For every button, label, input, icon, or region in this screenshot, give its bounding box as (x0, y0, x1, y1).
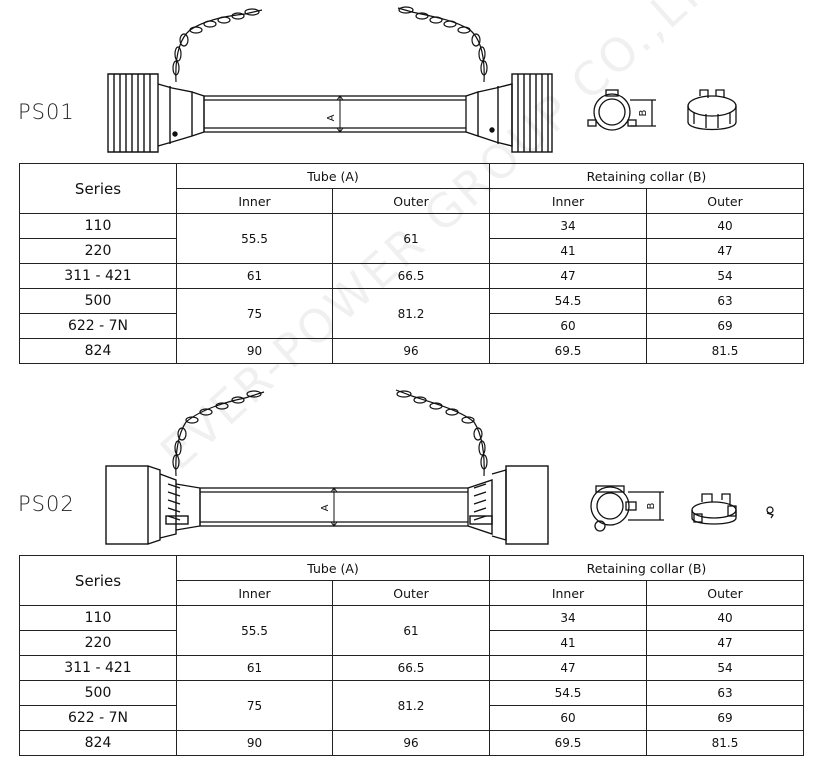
ps02-dim-a-label: A (320, 504, 331, 511)
header-tube: Tube (A) (176, 163, 490, 189)
ps02-collar-ring (590, 485, 664, 532)
series-cell: 110 (19, 605, 177, 631)
tube-inner-cell: 61 (176, 655, 333, 681)
tube-inner-cell: 55.5 (176, 605, 333, 656)
collar-outer-cell: 47 (646, 630, 804, 656)
ps01-spec-table: Series Tube (A) Retaining collar (B) Inn… (19, 163, 804, 364)
ps01-dim-b-label: B (638, 109, 649, 116)
collar-outer-cell: 47 (646, 238, 804, 264)
series-cell: 311 - 421 (19, 263, 177, 289)
collar-outer-cell: 54 (646, 263, 804, 289)
collar-inner-cell: 69.5 (489, 730, 647, 756)
header-collar-outer: Outer (646, 580, 804, 606)
collar-inner-cell: 60 (489, 313, 647, 339)
ps02-section: A B PS02 Series (0, 384, 818, 771)
collar-inner-cell: 60 (489, 705, 647, 731)
tube-outer-cell: 61 (332, 605, 490, 656)
header-series: Series (19, 555, 177, 606)
tube-outer-cell: 61 (332, 213, 490, 264)
tube-outer-cell: 81.2 (332, 680, 490, 731)
ps01-drawing: A B (107, 6, 737, 153)
tube-inner-cell: 90 (176, 338, 333, 364)
collar-outer-cell: 69 (646, 313, 804, 339)
collar-outer-cell: 40 (646, 213, 804, 239)
collar-inner-cell: 34 (489, 213, 647, 239)
header-collar-outer: Outer (646, 188, 804, 214)
header-tube-inner: Inner (176, 188, 333, 214)
collar-inner-cell: 47 (489, 263, 647, 289)
ps01-dim-a (336, 95, 344, 133)
series-cell: 622 - 7N (19, 313, 177, 339)
header-collar-inner: Inner (489, 580, 647, 606)
ps01-left-shield (107, 73, 193, 153)
ps02-model-label: PS02 (18, 492, 75, 516)
ps02-collar-iso (691, 493, 737, 525)
ps02-dim-b-label: B (646, 502, 657, 509)
collar-inner-cell: 41 (489, 238, 647, 264)
ps01-right-shield (465, 73, 553, 153)
series-cell: 311 - 421 (19, 655, 177, 681)
series-cell: 824 (19, 338, 177, 364)
tube-outer-cell: 96 (332, 730, 490, 756)
ps01-model-label: PS01 (18, 100, 75, 124)
collar-outer-cell: 81.5 (646, 338, 804, 364)
tube-inner-cell: 90 (176, 730, 333, 756)
ps02-dim-a (330, 487, 338, 527)
ps02-left-shield (105, 465, 189, 545)
collar-outer-cell: 63 (646, 288, 804, 314)
series-cell: 500 (19, 680, 177, 706)
collar-inner-cell: 69.5 (489, 338, 647, 364)
series-cell: 220 (19, 630, 177, 656)
collar-outer-cell: 81.5 (646, 730, 804, 756)
header-tube-outer: Outer (332, 580, 490, 606)
tube-inner-cell: 75 (176, 680, 333, 731)
ps01-collar-ring (587, 89, 656, 131)
collar-outer-cell: 54 (646, 655, 804, 681)
tube-outer-cell: 66.5 (332, 263, 490, 289)
collar-outer-cell: 63 (646, 680, 804, 706)
collar-outer-cell: 40 (646, 605, 804, 631)
ps01-section: A B PS01 Series Tube (A) Retaining colla… (0, 0, 818, 380)
collar-inner-cell: 54.5 (489, 288, 647, 314)
ps02-chains (172, 389, 488, 477)
series-cell: 622 - 7N (19, 705, 177, 731)
ps02-small-clip (766, 506, 774, 519)
header-collar: Retaining collar (B) (489, 555, 804, 581)
ps02-spec-table: Series Tube (A) Retaining collar (B) Inn… (19, 555, 804, 756)
header-collar-inner: Inner (489, 188, 647, 214)
collar-inner-cell: 54.5 (489, 680, 647, 706)
ps02-right-shield (467, 465, 549, 545)
series-cell: 500 (19, 288, 177, 314)
ps01-collar-iso (687, 89, 737, 131)
header-tube: Tube (A) (176, 555, 490, 581)
ps01-dim-a-label: A (326, 114, 337, 121)
collar-inner-cell: 34 (489, 605, 647, 631)
tube-inner-cell: 55.5 (176, 213, 333, 264)
collar-outer-cell: 69 (646, 705, 804, 731)
ps01-tube (191, 91, 467, 137)
tube-outer-cell: 66.5 (332, 655, 490, 681)
collar-inner-cell: 41 (489, 630, 647, 656)
ps02-drawing: A B (105, 389, 774, 545)
header-tube-inner: Inner (176, 580, 333, 606)
header-series: Series (19, 163, 177, 214)
header-tube-outer: Outer (332, 188, 490, 214)
collar-inner-cell: 47 (489, 655, 647, 681)
series-cell: 824 (19, 730, 177, 756)
tube-inner-cell: 75 (176, 288, 333, 339)
tube-inner-cell: 61 (176, 263, 333, 289)
tube-outer-cell: 96 (332, 338, 490, 364)
header-collar: Retaining collar (B) (489, 163, 804, 189)
series-cell: 110 (19, 213, 177, 239)
series-cell: 220 (19, 238, 177, 264)
tube-outer-cell: 81.2 (332, 288, 490, 339)
ps01-chains (172, 6, 488, 83)
